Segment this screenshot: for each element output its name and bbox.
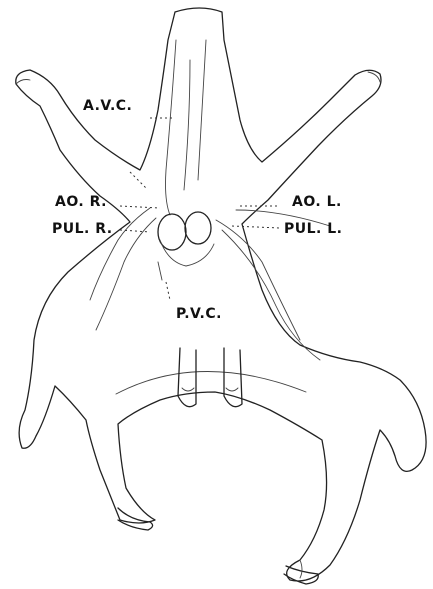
label-ao-r: AO. R. [55,194,107,210]
label-pul-r: PUL. R. [52,221,113,237]
label-pul-l: PUL. L. [284,221,342,237]
label-ao-l: AO. L. [292,194,342,210]
body-outline [16,8,426,584]
label-pvc: P.V.C. [176,306,222,322]
label-avc: A.V.C. [83,98,132,114]
